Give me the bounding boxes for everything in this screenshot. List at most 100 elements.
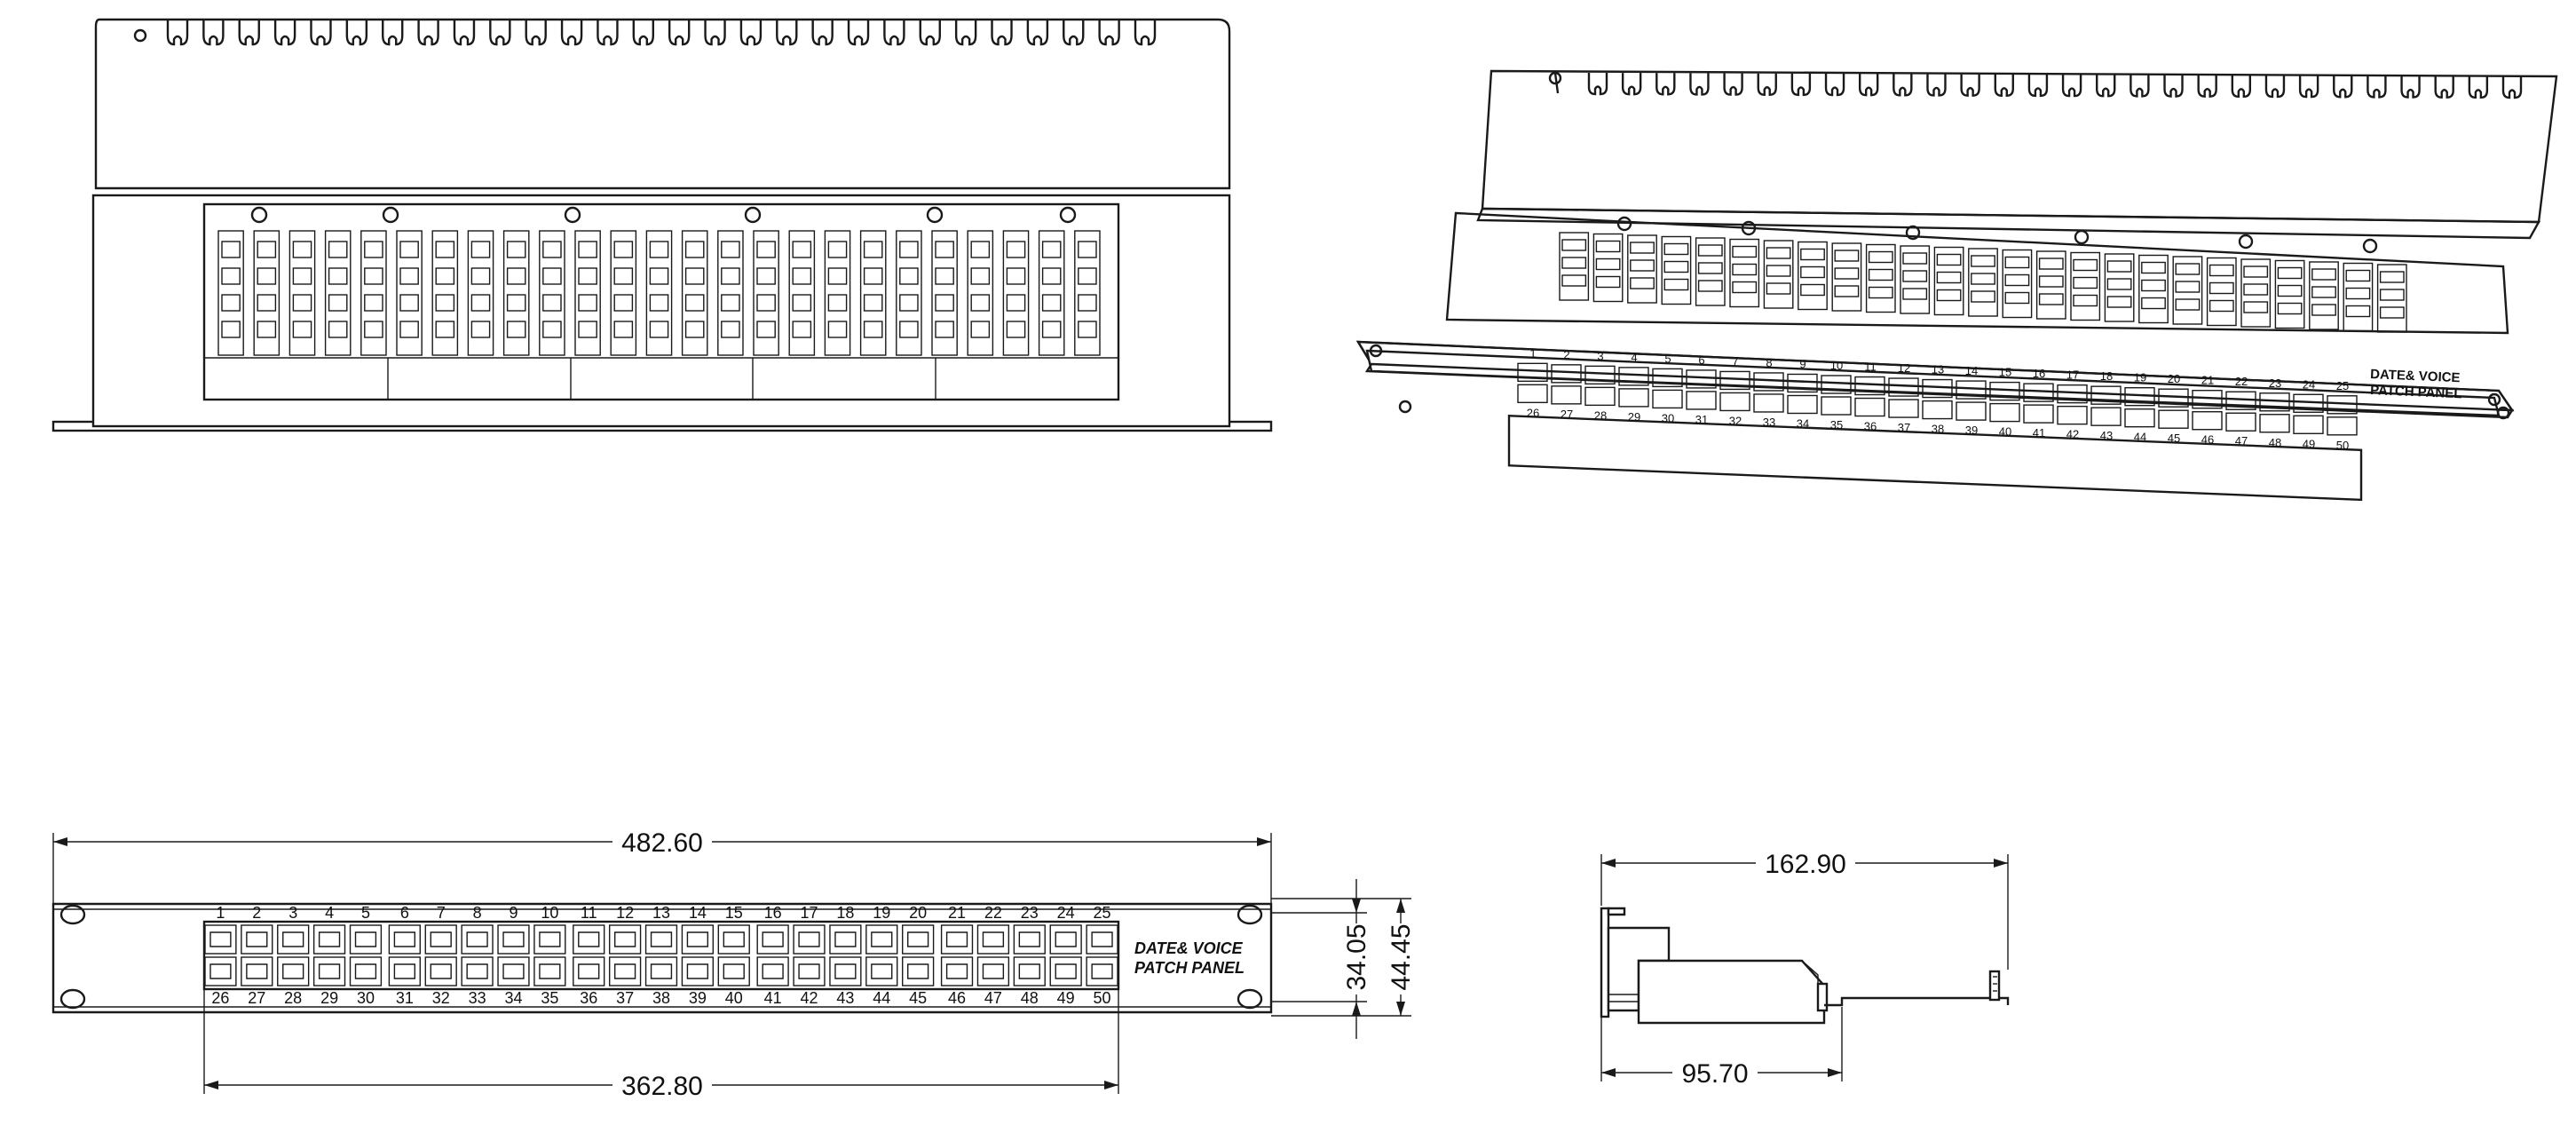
- idc-contact: [2073, 258, 2098, 272]
- port-number: 34: [504, 989, 522, 1007]
- idc-contact: [364, 321, 383, 338]
- rj45-port-latch: [539, 963, 561, 979]
- rj45-port: [2124, 408, 2155, 428]
- perspective-port-block: [1507, 415, 2363, 502]
- idc-module: [502, 230, 530, 356]
- cable-slot: [668, 20, 691, 46]
- idc-module: [2376, 264, 2407, 333]
- rj45-port-latch: [762, 931, 784, 947]
- idc-contact: [863, 321, 883, 338]
- side-view-cable-manager-post: [1988, 970, 2001, 1002]
- cable-slot: [2333, 75, 2353, 99]
- idc-contact: [970, 267, 991, 285]
- idc-contact: [792, 267, 812, 285]
- port-number: 39: [1965, 424, 1978, 437]
- idc-contact: [2175, 263, 2201, 275]
- rj45-port: [461, 924, 494, 955]
- rj45-port-latch: [354, 963, 377, 979]
- rj45-port: [2192, 390, 2223, 409]
- cable-slot: [345, 20, 368, 46]
- idc-contact: [2209, 264, 2234, 277]
- rj45-port: [1652, 389, 1683, 409]
- idc-module: [645, 230, 673, 356]
- idc-contact: [649, 241, 669, 258]
- rj45-port: [533, 924, 566, 955]
- idc-contact: [970, 294, 991, 312]
- cable-slot: [1926, 74, 1947, 97]
- port-number: 39: [689, 989, 707, 1007]
- port-number: 9: [509, 904, 518, 922]
- cable-slot: [2434, 75, 2454, 99]
- idc-contact: [2379, 289, 2405, 301]
- port-number: 14: [1965, 364, 1978, 377]
- rj45-port: [2023, 383, 2054, 402]
- dim-arrow-h3: [1396, 899, 1405, 913]
- port-number: 49: [2303, 437, 2315, 450]
- port-number: 18: [836, 904, 854, 922]
- idc-module: [539, 230, 565, 356]
- perspective-mount-hole-bottom-left: [1398, 400, 1412, 414]
- idc-contact: [756, 241, 776, 258]
- side-view-plate-lip: [1607, 907, 1626, 916]
- rj45-port: [1888, 377, 1919, 397]
- rj45-port: [940, 956, 974, 986]
- port-number: 20: [2168, 372, 2180, 385]
- idc-contact: [506, 294, 526, 312]
- idc-contact: [1041, 321, 1062, 338]
- port-number: 11: [1864, 360, 1877, 374]
- idc-contact: [1868, 250, 1893, 264]
- cable-slot: [954, 20, 977, 46]
- cable-slot: [1655, 73, 1676, 96]
- rj45-port: [2057, 405, 2088, 425]
- rj45-port-latch: [1091, 963, 1113, 979]
- rj45-port: [204, 924, 237, 955]
- rj45-port-latch: [871, 963, 893, 979]
- rj45-port-latch: [1055, 931, 1077, 947]
- idc-contact: [721, 241, 740, 258]
- rj45-port: [241, 956, 273, 986]
- port-number: 17: [2066, 368, 2079, 382]
- idc-contact: [221, 321, 241, 338]
- idc-contact: [328, 321, 348, 338]
- cable-slot: [1134, 20, 1157, 46]
- port-number: 19: [2134, 371, 2146, 384]
- perspective-label-line2: PATCH PANEL: [2370, 383, 2462, 401]
- perspective-ports: [1517, 362, 2358, 436]
- dim-arrow-right: [1257, 837, 1271, 846]
- idc-contact: [364, 241, 383, 258]
- idc-contact: [1006, 241, 1026, 258]
- rj45-port-latch: [723, 963, 745, 979]
- port-number: 40: [725, 989, 743, 1007]
- idc-contact: [2243, 283, 2269, 296]
- cable-slot: [525, 20, 547, 46]
- rj45-port: [829, 924, 862, 955]
- idc-contact: [1663, 260, 1689, 273]
- front-view-mount-hole-bottom-left: [59, 988, 86, 1010]
- idc-module: [859, 230, 887, 356]
- module-screw: [1905, 225, 1921, 241]
- rj45-port: [829, 956, 862, 986]
- cable-slot: [2163, 75, 2184, 98]
- port-number: 7: [1732, 354, 1738, 368]
- idc-contact: [1971, 255, 1995, 267]
- idc-contact: [399, 267, 419, 285]
- idc-module: [431, 230, 459, 356]
- idc-contact: [2004, 291, 2030, 305]
- rj45-port: [681, 956, 715, 986]
- idc-contact: [221, 267, 241, 285]
- idc-module: [2206, 257, 2237, 327]
- port-number: 29: [1628, 410, 1640, 424]
- port-number: 40: [1999, 425, 2011, 439]
- rj45-port: [1922, 400, 1953, 420]
- idc-module: [1002, 230, 1030, 356]
- idc-contact: [1078, 267, 1097, 285]
- rj45-port: [573, 924, 605, 955]
- idc-contact: [292, 241, 312, 258]
- rj45-port-latch: [798, 963, 820, 979]
- idc-contact: [1868, 286, 1893, 299]
- module-screw: [1059, 206, 1077, 224]
- cable-slot: [597, 20, 619, 46]
- rj45-port: [533, 956, 566, 986]
- rj45-port: [1989, 381, 2020, 401]
- idc-contact: [1630, 259, 1655, 272]
